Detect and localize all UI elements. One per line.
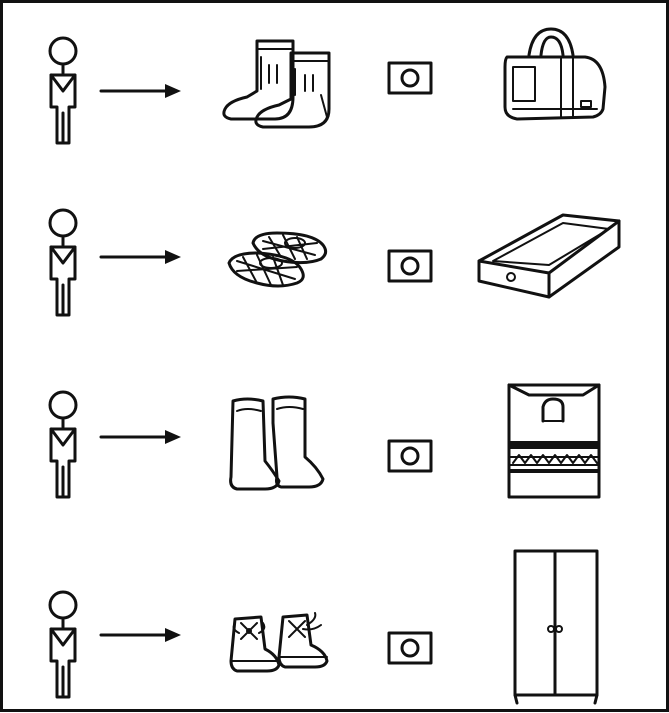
arrow-right-icon — [99, 628, 181, 642]
arrow-right-icon — [99, 430, 181, 444]
person-icon — [48, 590, 78, 699]
worksheet-row-2 — [3, 193, 666, 363]
open-drawer-icon — [477, 213, 621, 299]
answer-checkbox[interactable] — [387, 631, 433, 665]
plain-felt-boots-icon — [229, 395, 325, 491]
travel-bag-icon — [503, 27, 607, 121]
answer-checkbox[interactable] — [387, 439, 433, 473]
answer-checkbox[interactable] — [387, 61, 433, 95]
person-icon — [48, 36, 78, 145]
worksheet-row-4 — [3, 543, 666, 713]
person-icon — [48, 390, 78, 499]
arrow-right-icon — [99, 250, 181, 264]
patterned-slippers-icon — [227, 231, 328, 288]
arrow-right-icon — [99, 84, 181, 98]
person-icon — [48, 208, 78, 317]
felt-boots-with-trim-icon — [222, 39, 331, 129]
wardrobe-icon — [513, 549, 599, 705]
worksheet-row-3 — [3, 369, 666, 539]
worksheet-row-1 — [3, 21, 666, 191]
patterned-shopping-bag-icon — [507, 383, 601, 499]
answer-checkbox[interactable] — [387, 249, 433, 283]
lace-up-ankle-boots-icon — [229, 612, 329, 673]
